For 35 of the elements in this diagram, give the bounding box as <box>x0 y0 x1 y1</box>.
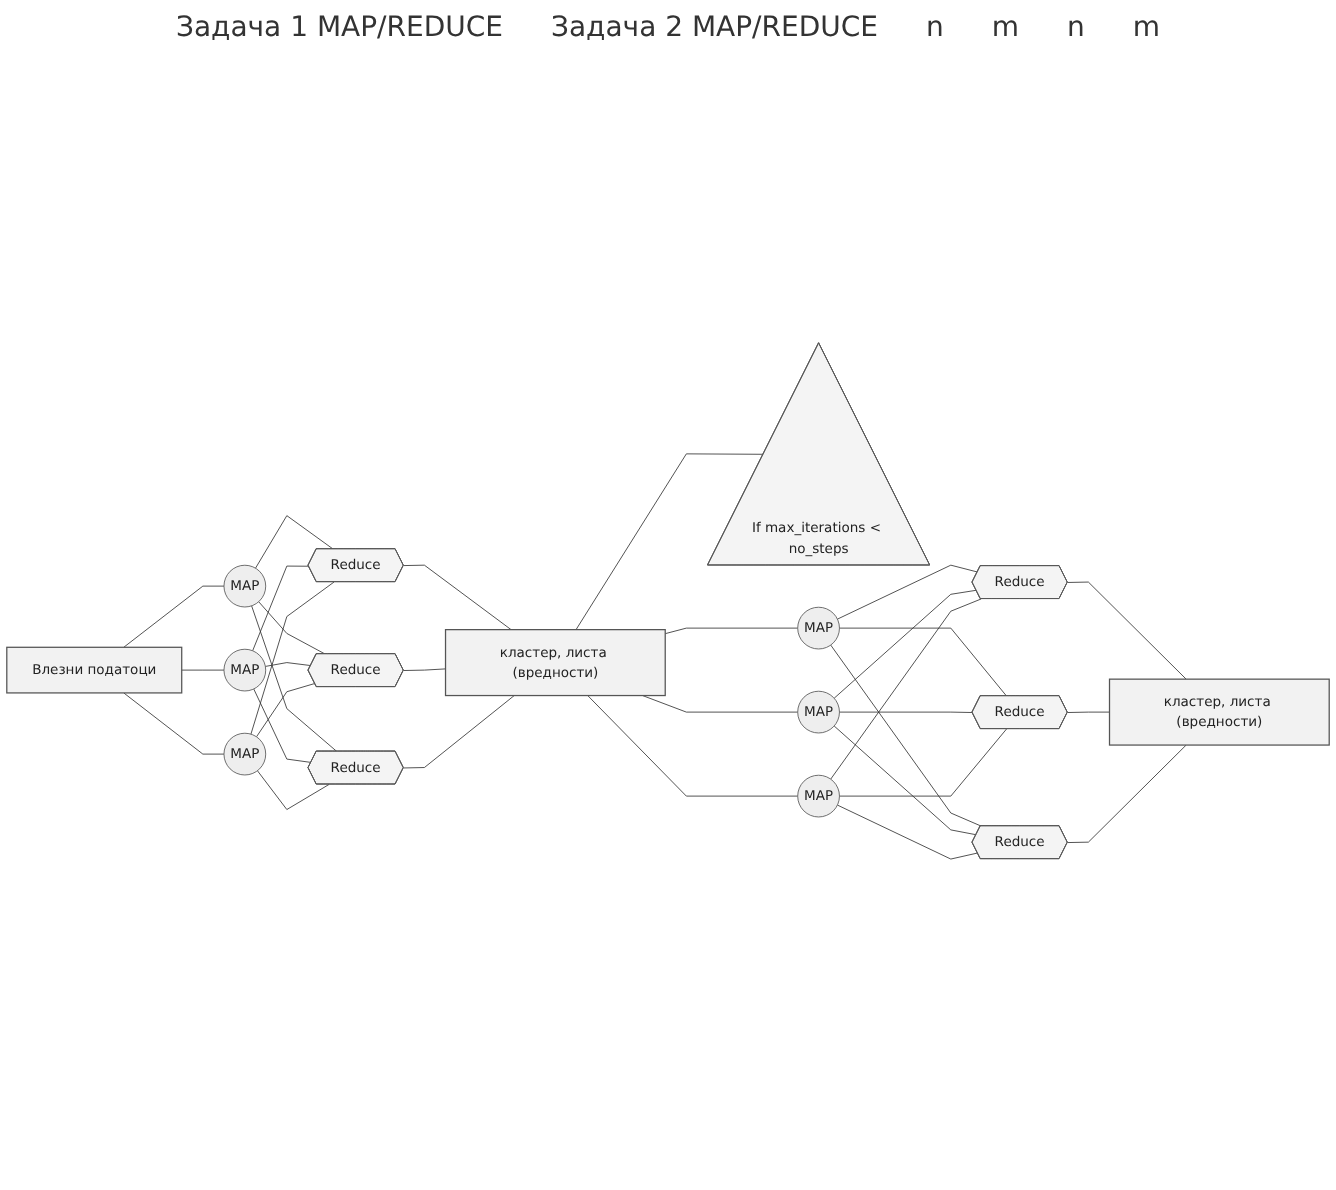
connector <box>837 804 978 860</box>
connector <box>1067 581 1187 680</box>
connector <box>250 581 335 735</box>
connector <box>833 589 977 699</box>
connector <box>642 695 799 713</box>
connector <box>251 605 338 752</box>
note-text: Задача 1 MAP/REDUCE <box>175 12 503 44</box>
connector <box>1067 744 1187 844</box>
connector <box>123 585 225 648</box>
connector <box>839 711 973 714</box>
connector <box>403 695 515 769</box>
connector <box>256 683 316 738</box>
connector <box>837 564 978 620</box>
connector <box>264 662 312 667</box>
note-text: n <box>1067 12 1085 44</box>
connector <box>830 598 982 780</box>
connector <box>1067 711 1110 714</box>
note-text: n <box>926 12 944 44</box>
connector <box>123 692 225 755</box>
connector <box>587 695 799 797</box>
connector <box>575 453 764 631</box>
connector <box>830 644 982 827</box>
connector <box>258 601 326 655</box>
note-text: m <box>1132 12 1161 44</box>
connector <box>839 627 1007 697</box>
connector <box>252 565 310 652</box>
connector <box>664 627 799 635</box>
connector <box>403 564 512 631</box>
connector <box>403 668 446 672</box>
connector <box>181 669 225 671</box>
connector <box>833 725 977 836</box>
connector <box>253 688 312 763</box>
note-text: m <box>991 12 1020 44</box>
note-text: Задача 2 MAP/REDUCE <box>550 12 878 44</box>
connector <box>839 728 1007 797</box>
